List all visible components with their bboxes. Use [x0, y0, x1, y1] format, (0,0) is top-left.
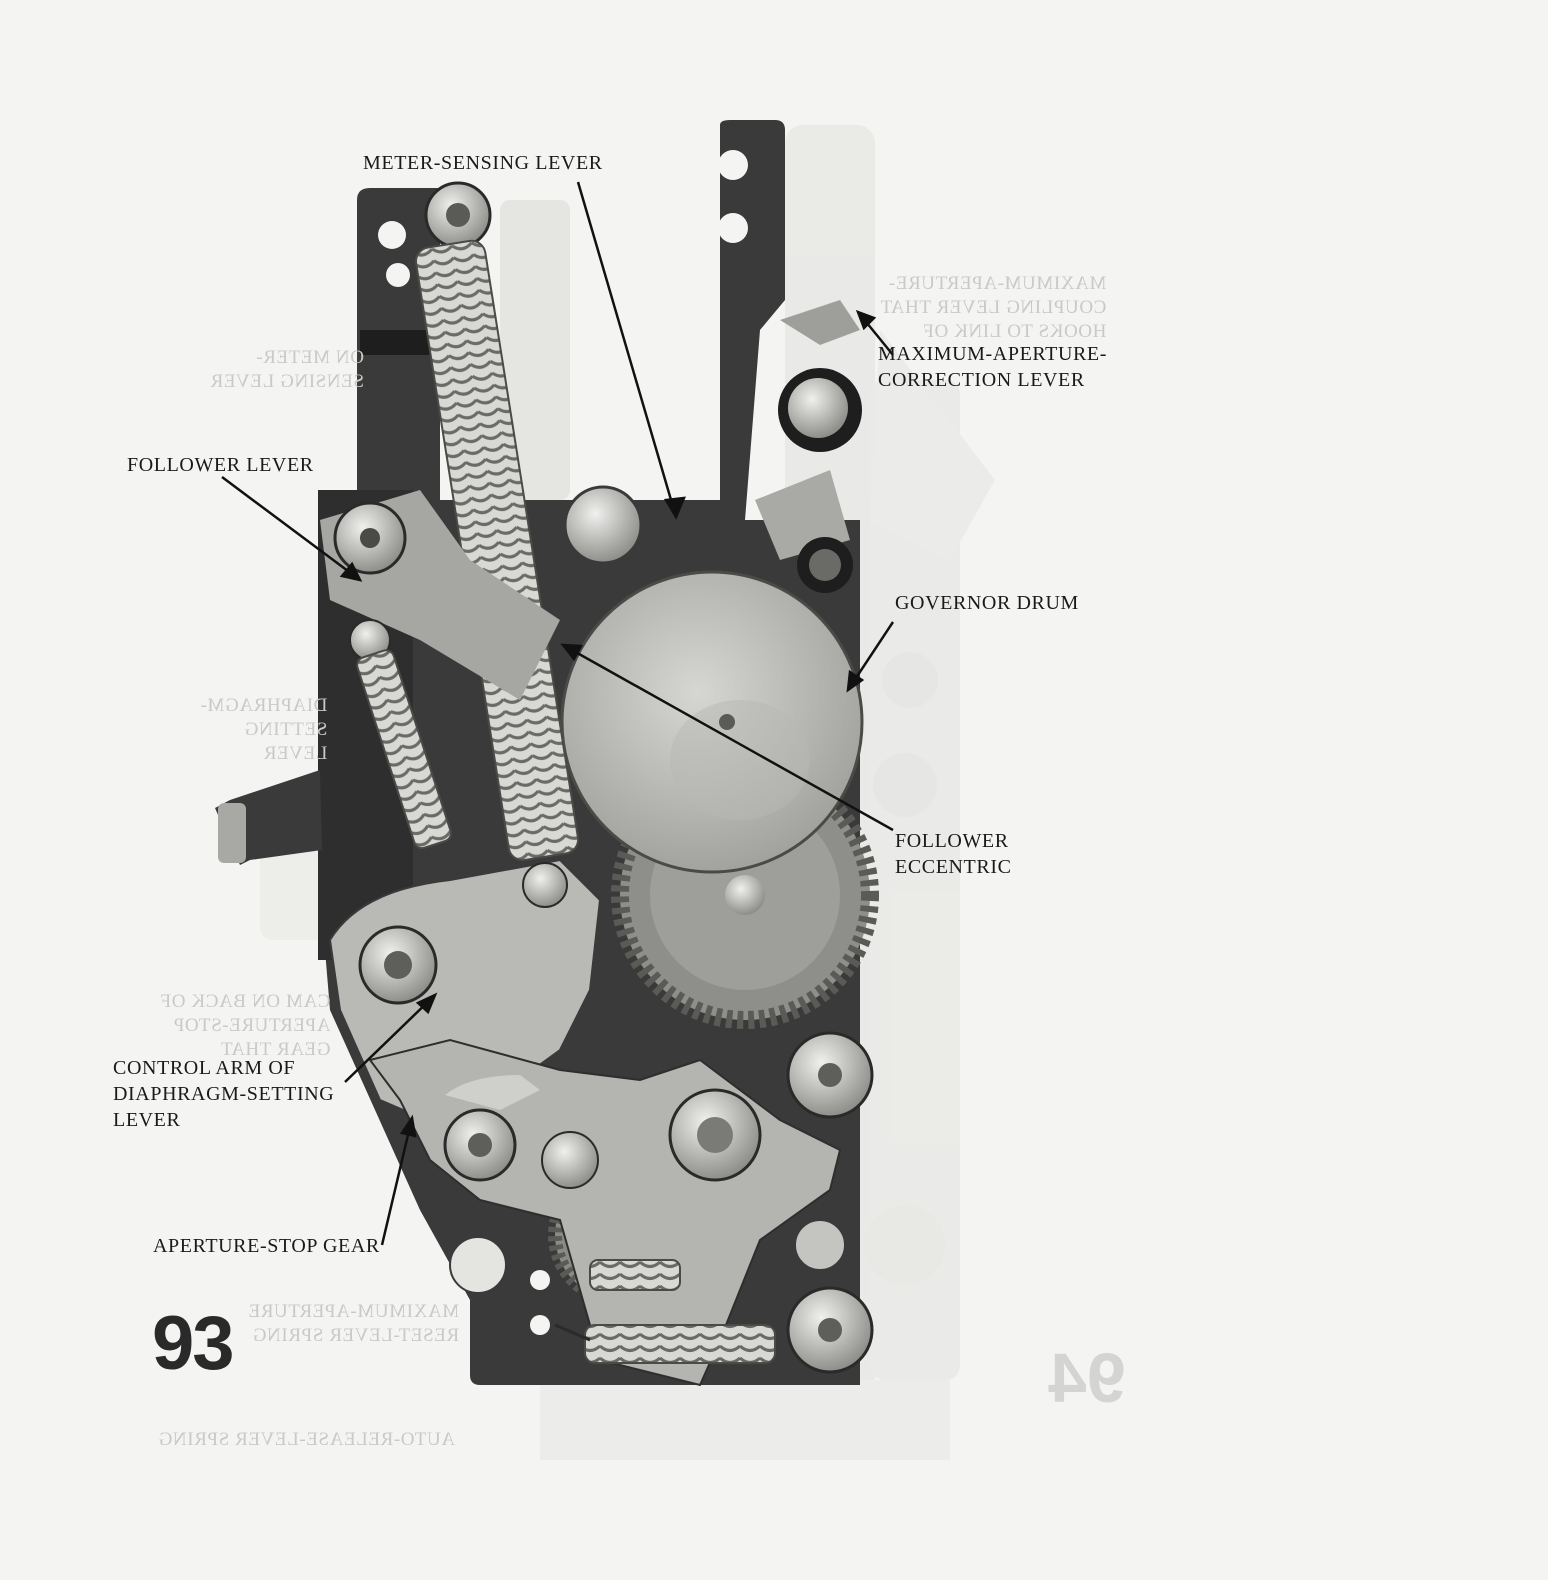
max-aperture-correction-mechanism: [755, 300, 862, 593]
ghost-text-line: CAM ON BACK OF: [160, 991, 331, 1012]
ghost-text-line: DIAPHRAGM-: [200, 695, 328, 716]
ghost-text-line: APERTURE-STOP: [173, 1015, 331, 1036]
ghost-text-line: MAXIMUM-APERTURE-: [888, 273, 1107, 294]
label-text: CONTROL ARM OF: [113, 1057, 296, 1079]
label-text: FOLLOWER LEVER: [127, 454, 314, 476]
meter-sensing-spring: [414, 181, 580, 862]
label-text: MAXIMUM-APERTURE-: [878, 343, 1107, 365]
label-text: DIAPHRAGM-SETTING: [113, 1083, 335, 1105]
label-max-aperture-correction-lever: MAXIMUM-APERTURE- CORRECTION LEVER: [878, 341, 1107, 393]
label-text: APERTURE-STOP GEAR: [153, 1235, 380, 1257]
ghost-label-meter-sensing: ON METER- SENSING LEVER: [210, 346, 364, 394]
label-text: ECCENTRIC: [895, 856, 1012, 878]
label-text: LEVER: [113, 1109, 181, 1131]
label-text: FOLLOWER: [895, 830, 1009, 852]
ghost-text-line: AUTO-RELEASE-LEVER SPRING: [158, 1429, 456, 1450]
follower-lever-assembly: [320, 485, 643, 850]
label-follower-eccentric: FOLLOWER ECCENTRIC: [895, 828, 1012, 880]
ghost-text-line: COUPLING LEVER THAT: [880, 297, 1107, 318]
label-text: METER-SENSING LEVER: [363, 152, 603, 174]
ghost-label-coupling-lever: MAXIMUM-APERTURE- COUPLING LEVER THAT HO…: [880, 272, 1106, 344]
ghost-text-line: ON METER-: [255, 347, 364, 368]
label-governor-drum: GOVERNOR DRUM: [895, 590, 1079, 616]
label-aperture-stop-gear: APERTURE-STOP GEAR: [153, 1233, 380, 1259]
ghost-text-line: SETTING: [244, 719, 328, 740]
label-follower-lever: FOLLOWER LEVER: [127, 452, 314, 478]
ghost-label-cam: CAM ON BACK OF APERTURE-STOP GEAR THAT: [160, 990, 330, 1062]
ghost-text-line: MAXIMUM-APERTURE: [248, 1301, 460, 1322]
ghost-label-auto-release: AUTO-RELEASE-LEVER SPRING: [158, 1428, 455, 1452]
ghost-text-line: LEVER: [263, 743, 328, 764]
page-number: 93: [152, 1301, 235, 1386]
ghost-label-reset-spring: MAXIMUM-APERTURE RESET-LEVER SPRING: [248, 1300, 459, 1348]
ghost-page-number: 94: [1048, 1339, 1126, 1417]
ghost-text-line: SENSING LEVER: [210, 371, 364, 392]
ghost-label-diaphragm: DIAPHRAGM- SETTING LEVER: [200, 694, 327, 766]
governor-drum: [560, 570, 864, 874]
label-text: CORRECTION LEVER: [878, 369, 1085, 391]
label-text: GOVERNOR DRUM: [895, 592, 1079, 614]
leader-lines: [221, 181, 895, 1246]
ghost-text-line: RESET-LEVER SPRING: [252, 1325, 460, 1346]
lower-screws: [358, 862, 874, 1374]
bottom-springs: [554, 1259, 776, 1364]
label-control-arm: CONTROL ARM OF DIAPHRAGM-SETTING LEVER: [113, 1055, 334, 1133]
label-meter-sensing-lever: METER-SENSING LEVER: [363, 150, 603, 176]
